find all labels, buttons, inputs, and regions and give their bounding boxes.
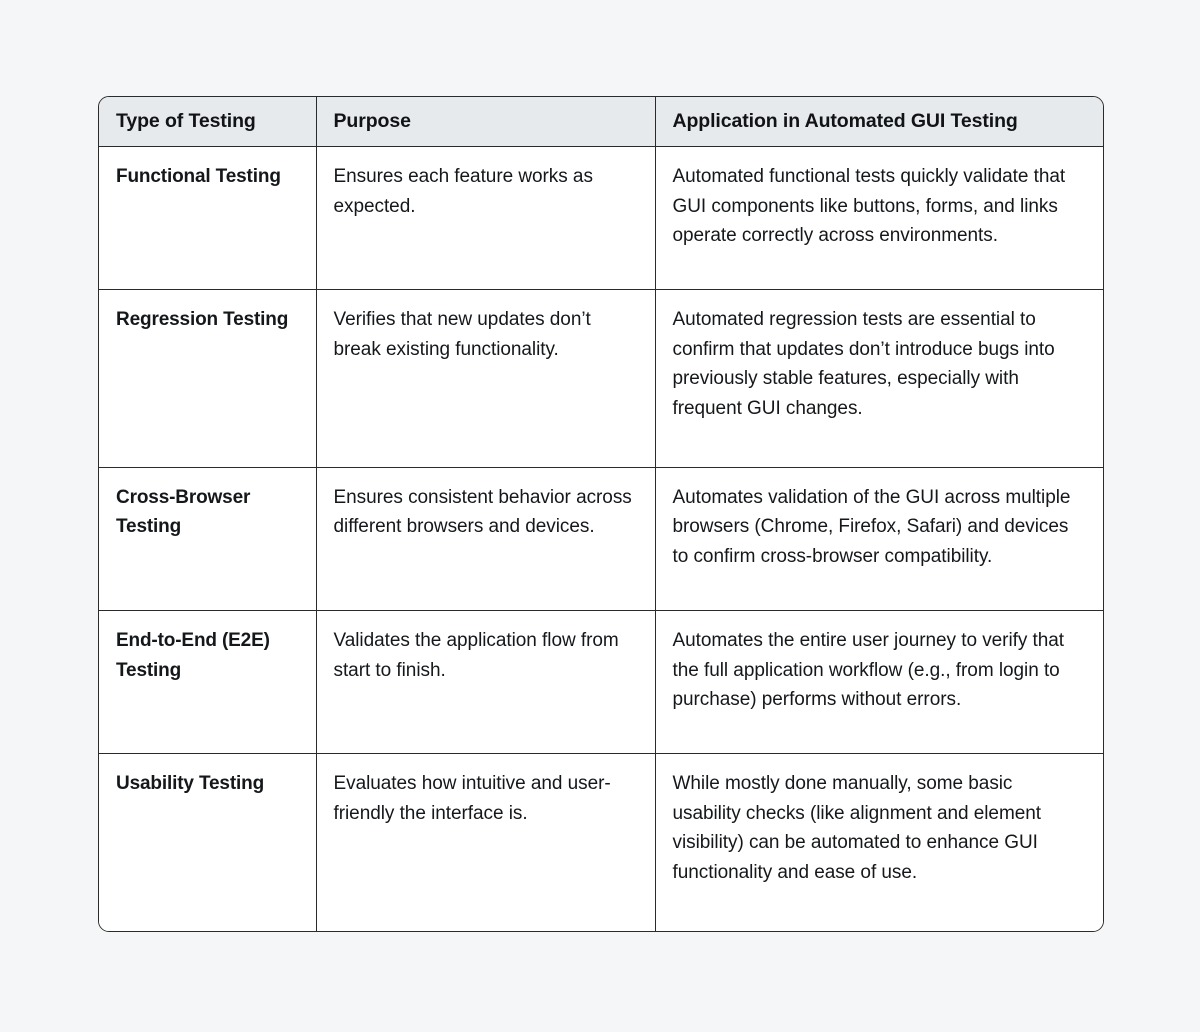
table-row: Regression Testing Verifies that new upd… [99,289,1103,468]
cell-type-of-testing: Regression Testing [99,289,317,468]
cell-purpose: Ensures consistent behavior across diffe… [316,467,656,612]
cell-purpose: Evaluates how intuitive and user-friendl… [316,753,656,931]
cell-application: Automates the entire user journey to ver… [655,610,1103,755]
cell-application: While mostly done manually, some basic u… [655,753,1103,931]
cell-type-of-testing: Cross-Browser Testing [99,467,317,612]
table-row: Usability Testing Evaluates how intuitiv… [99,753,1103,931]
cell-purpose: Ensures each feature works as expected. [316,146,656,291]
table-row: Functional Testing Ensures each feature … [99,146,1103,291]
comparison-table: Type of Testing Purpose Application in A… [99,97,1103,931]
cell-application: Automated functional tests quickly valid… [655,146,1103,291]
cell-type-of-testing: Functional Testing [99,146,317,291]
cell-type-of-testing: End-to-End (E2E) Testing [99,610,317,755]
column-header-purpose: Purpose [316,97,656,147]
table-row: End-to-End (E2E) Testing Validates the a… [99,610,1103,755]
table-body: Functional Testing Ensures each feature … [99,146,1103,931]
comparison-table-container: Type of Testing Purpose Application in A… [98,96,1104,932]
cell-type-of-testing: Usability Testing [99,753,317,931]
cell-purpose: Validates the application flow from star… [316,610,656,755]
cell-purpose: Verifies that new updates don’t break ex… [316,289,656,468]
column-header-type-of-testing: Type of Testing [99,97,317,147]
column-header-application: Application in Automated GUI Testing [655,97,1103,147]
cell-application: Automates validation of the GUI across m… [655,467,1103,612]
table-row: Cross-Browser Testing Ensures consistent… [99,467,1103,612]
table-header-row: Type of Testing Purpose Application in A… [99,97,1103,147]
cell-application: Automated regression tests are essential… [655,289,1103,468]
table-header: Type of Testing Purpose Application in A… [99,97,1103,147]
